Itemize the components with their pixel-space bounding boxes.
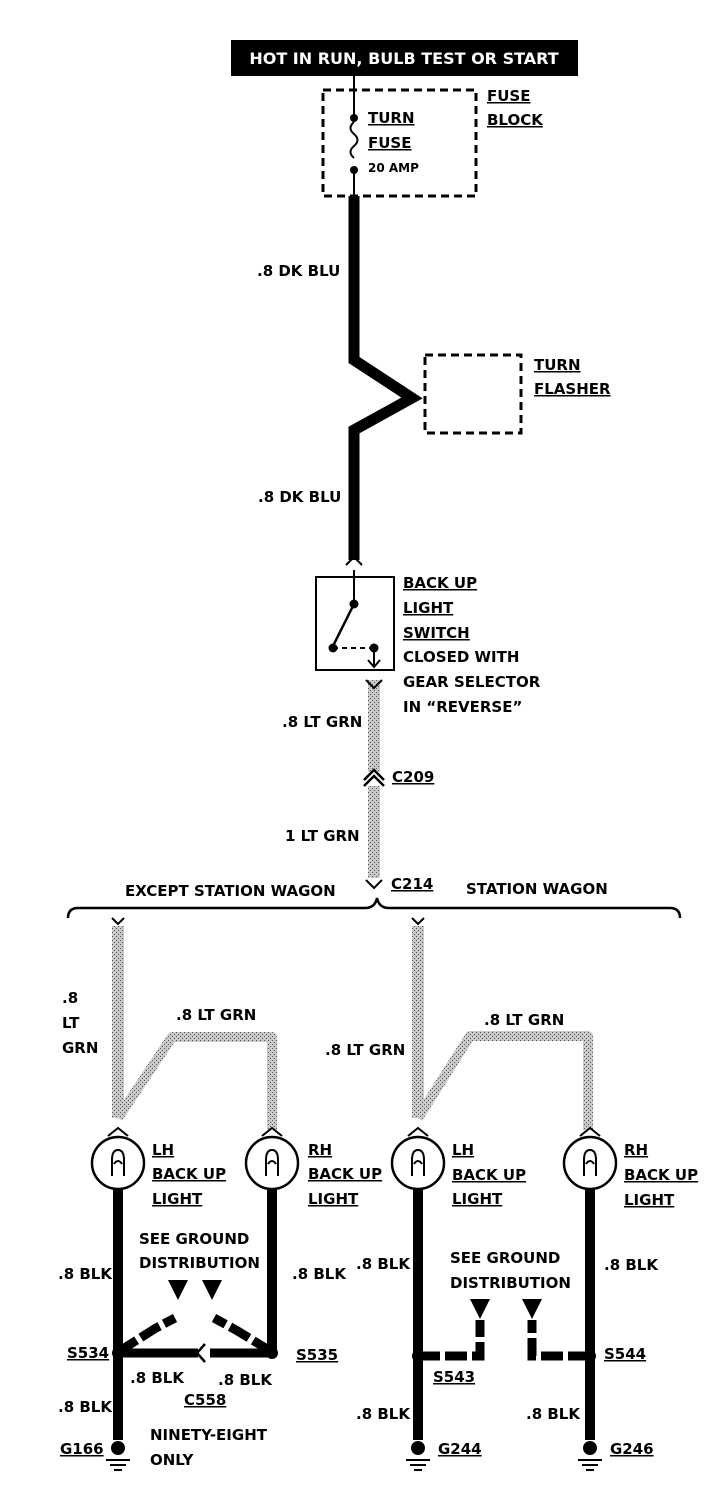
connector-c558-label: C558 bbox=[184, 1391, 226, 1409]
wire-label-left-drop-2: LT bbox=[62, 1014, 80, 1032]
right-branch-ground-wires bbox=[412, 1190, 596, 1440]
ground-note-right-2: DISTRIBUTION bbox=[450, 1274, 571, 1292]
light-rh-left-2: BACK UP bbox=[308, 1165, 382, 1183]
connector-c558-icon bbox=[195, 1343, 206, 1363]
splice-s534-label: S534 bbox=[67, 1344, 109, 1362]
light-rh-left-3: LIGHT bbox=[308, 1190, 359, 1208]
header-bar: HOT IN RUN, BULB TEST OR START bbox=[231, 40, 578, 76]
turn-fuse-label-2: FUSE bbox=[368, 134, 411, 152]
wire-label-left-drop-3: GRN bbox=[62, 1039, 98, 1057]
ground-g244-icon bbox=[406, 1441, 430, 1471]
wire-label-left-drop-1: .8 bbox=[62, 989, 78, 1007]
bulb-filament-icon bbox=[583, 1148, 597, 1176]
branch-label-right: STATION WAGON bbox=[466, 880, 608, 898]
connector-c209-icon bbox=[363, 768, 385, 781]
wire-label-right-cross: .8 LT GRN bbox=[484, 1011, 564, 1029]
backup-light-switch: BACK UP LIGHT SWITCH CLOSED WITH GEAR SE… bbox=[315, 570, 541, 716]
wire-label-blk-rh-right: .8 BLK bbox=[604, 1256, 659, 1274]
switch-note-1: CLOSED WITH bbox=[403, 648, 519, 666]
turn-fuse-label-1: TURN bbox=[368, 109, 415, 127]
turn-flasher-label-2: FLASHER bbox=[534, 380, 611, 398]
fuse-icon bbox=[349, 121, 359, 159]
ground-g166-icon bbox=[106, 1441, 130, 1471]
wire-label-lt-grn-switch: .8 LT GRN bbox=[282, 713, 362, 731]
wire-lt-grn-main bbox=[363, 679, 385, 890]
splice-s543-label: S543 bbox=[433, 1368, 475, 1386]
light-lh-left-1: LH bbox=[152, 1141, 174, 1159]
turn-fuse-rating: 20 AMP bbox=[368, 161, 419, 175]
fuse-block: TURN FUSE 20 AMP FUSE BLOCK bbox=[321, 76, 544, 200]
light-lh-right-2: BACK UP bbox=[452, 1166, 526, 1184]
ground-g166-label: G166 bbox=[60, 1440, 104, 1458]
light-rh-right-1: RH bbox=[624, 1141, 648, 1159]
ninety-eight-2: ONLY bbox=[150, 1451, 195, 1469]
switch-label-2: LIGHT bbox=[403, 599, 454, 617]
light-lh-right-1: LH bbox=[452, 1141, 474, 1159]
header-text: HOT IN RUN, BULB TEST OR START bbox=[249, 49, 558, 68]
fuse-block-label-2: BLOCK bbox=[487, 111, 544, 129]
splice-s544-label: S544 bbox=[604, 1345, 646, 1363]
wire-label-blk-s543-g: .8 BLK bbox=[356, 1405, 411, 1423]
light-lh-right-3: LIGHT bbox=[452, 1190, 503, 1208]
connector-c209-label: C209 bbox=[392, 768, 434, 786]
wire-label-blk-c558-l: .8 BLK bbox=[130, 1369, 185, 1387]
connector-c214-icon bbox=[365, 879, 383, 890]
ground-note-right-1: SEE GROUND bbox=[450, 1249, 560, 1267]
turn-flasher: TURN FLASHER bbox=[423, 353, 611, 435]
splice-s535-label: S535 bbox=[296, 1346, 338, 1364]
ground-g244-label: G244 bbox=[438, 1440, 482, 1458]
bulb-rh-left bbox=[244, 1126, 300, 1191]
wire-label-blk-s544-g: .8 BLK bbox=[526, 1405, 581, 1423]
wire-label-lt-grn-1: 1 LT GRN bbox=[285, 827, 360, 845]
bulb-filament-icon bbox=[265, 1148, 279, 1176]
switch-label-3: SWITCH bbox=[403, 624, 470, 642]
wire-label-dk-blu-lower: .8 DK BLU bbox=[258, 488, 341, 506]
fuse-block-label-1: FUSE bbox=[487, 87, 530, 105]
wire-label-blk-rh-left: .8 BLK bbox=[292, 1265, 347, 1283]
branch-label-left: EXCEPT STATION WAGON bbox=[125, 882, 336, 900]
light-rh-right-2: BACK UP bbox=[624, 1166, 698, 1184]
ground-note-left-2: DISTRIBUTION bbox=[139, 1254, 260, 1272]
wire-label-left-cross: .8 LT GRN bbox=[176, 1006, 256, 1024]
wire-label-blk-c558-r: .8 BLK bbox=[218, 1371, 273, 1389]
bulb-rh-right bbox=[562, 1126, 618, 1191]
bulb-filament-icon bbox=[111, 1148, 125, 1176]
switch-note-2: GEAR SELECTOR bbox=[403, 673, 541, 691]
light-lh-left-3: LIGHT bbox=[152, 1190, 203, 1208]
branch-brace bbox=[66, 897, 682, 919]
left-branch-ground-wires bbox=[112, 1190, 278, 1440]
ground-g246-label: G246 bbox=[610, 1440, 654, 1458]
bulb-filament-icon bbox=[411, 1148, 425, 1176]
ground-note-left-1: SEE GROUND bbox=[139, 1230, 249, 1248]
switch-note-3: IN “REVERSE” bbox=[403, 698, 522, 716]
right-branch-feeds bbox=[411, 917, 593, 1130]
left-branch-feeds bbox=[111, 917, 277, 1130]
ninety-eight-1: NINETY-EIGHT bbox=[150, 1426, 268, 1444]
ground-g246-icon bbox=[578, 1441, 602, 1471]
wire-label-blk-lh-left: .8 BLK bbox=[58, 1265, 113, 1283]
wire-label-blk-s534-g: .8 BLK bbox=[58, 1398, 113, 1416]
turn-flasher-label-1: TURN bbox=[534, 356, 581, 374]
light-lh-left-2: BACK UP bbox=[152, 1165, 226, 1183]
wire-dk-blu bbox=[348, 196, 423, 560]
wire-label-blk-lh-right: .8 BLK bbox=[356, 1255, 411, 1273]
switch-label-1: BACK UP bbox=[403, 574, 477, 592]
bulb-lh-right bbox=[390, 1126, 446, 1191]
wire-label-dk-blu-upper: .8 DK BLU bbox=[257, 262, 340, 280]
bulb-lh-left bbox=[90, 1126, 146, 1191]
light-rh-right-3: LIGHT bbox=[624, 1191, 675, 1209]
wire-label-right-drop: .8 LT GRN bbox=[325, 1041, 405, 1059]
connector-c214-label: C214 bbox=[391, 875, 433, 893]
light-rh-left-1: RH bbox=[308, 1141, 332, 1159]
